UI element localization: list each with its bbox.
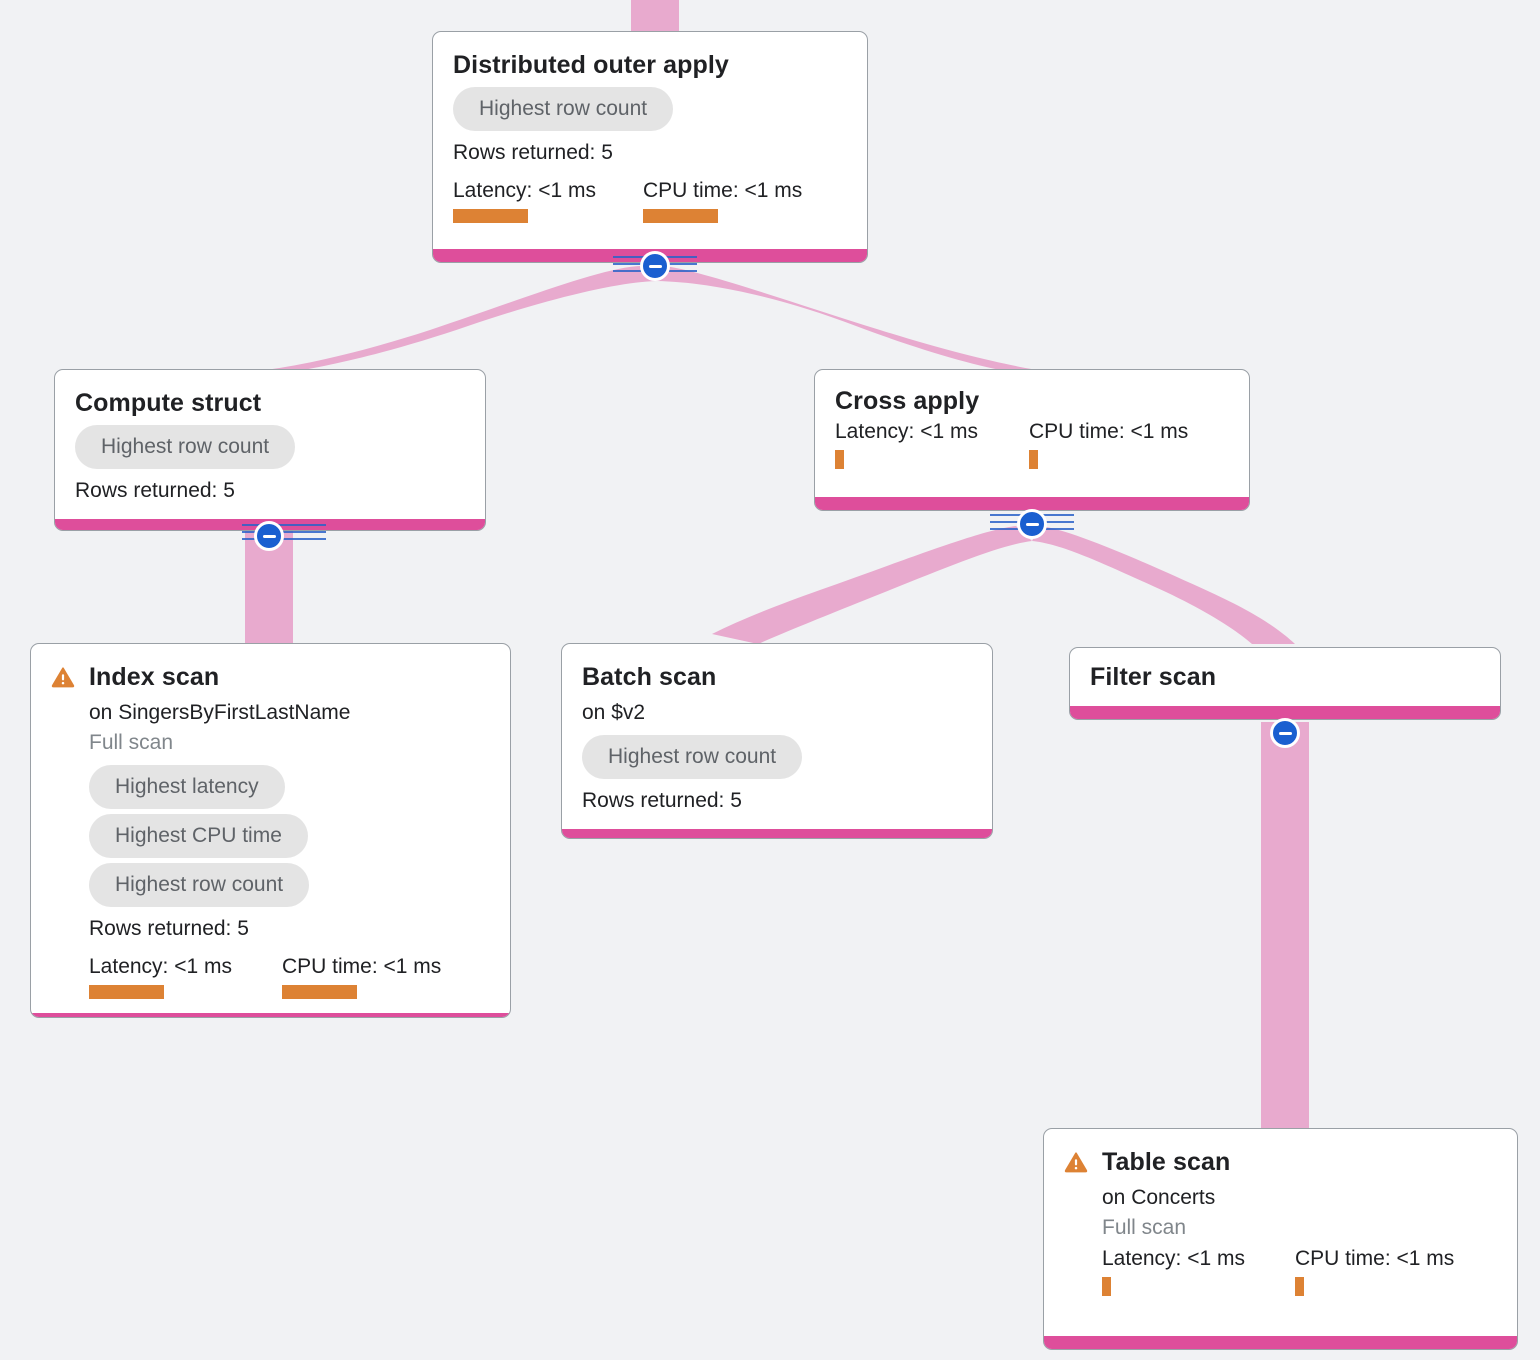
node-chips: Highest row count (75, 425, 465, 469)
metric-latency-label: Latency: <1 ms (453, 179, 596, 202)
node-header: Distributed outer apply (453, 50, 847, 80)
metric-latency-bar (89, 985, 164, 999)
node-header: Index scan (51, 662, 490, 692)
edge-cross-apply-to-batch-scan (712, 526, 1032, 644)
metric-cpu-time-bar (1029, 450, 1038, 469)
node-target: on Concerts (1102, 1186, 1216, 1209)
node-scan-note: Full scan (1102, 1216, 1187, 1239)
node-index-scan[interactable]: Index scan on SingersByFirstLastName Ful… (30, 643, 511, 1018)
chip-highest-cpu-time: Highest CPU time (89, 814, 308, 858)
node-content: on Concerts Full scan Latency: <1 ms CPU… (1064, 1183, 1497, 1296)
metric-latency: Latency: <1 ms (1102, 1247, 1295, 1296)
chip-highest-latency: Highest latency (89, 765, 285, 809)
chip-highest-row-count: Highest row count (582, 735, 803, 779)
metric-latency: Latency: <1 ms (453, 179, 643, 223)
warning-icon (1064, 1152, 1088, 1173)
node-batch-scan[interactable]: Batch scan on $v2 Highest row count Rows… (561, 643, 993, 839)
node-body: Cross apply Latency: <1 ms CPU time: <1 … (815, 370, 1249, 497)
collapse-toggle-compute-struct[interactable] (254, 521, 284, 551)
edge-distributed-outer-apply-to-compute-struct (248, 266, 656, 372)
node-table-scan[interactable]: Table scan on Concerts Full scan Latency… (1043, 1128, 1518, 1350)
collapse-toggle-distributed-outer-apply[interactable] (640, 251, 670, 281)
edge-input-to-distributed-outer-apply (631, 0, 679, 35)
node-metrics: Latency: <1 ms CPU time: <1 ms (453, 179, 847, 223)
metric-latency: Latency: <1 ms (89, 955, 282, 999)
node-title: Table scan (1102, 1148, 1231, 1176)
node-footer-bar (815, 497, 1249, 510)
node-header: Cross apply (835, 386, 1229, 416)
node-footer-bar (562, 829, 992, 838)
metric-cpu-time-label: CPU time: <1 ms (643, 179, 803, 202)
node-content: Highest row count Rows returned: 5 (75, 425, 465, 505)
metric-cpu-time-bar (282, 985, 357, 999)
node-body: Table scan on Concerts Full scan Latency… (1044, 1129, 1517, 1336)
node-title: Compute struct (75, 389, 262, 417)
node-title: Distributed outer apply (453, 51, 729, 79)
node-target: on SingersByFirstLastName (89, 701, 351, 724)
metric-cpu-time-label: CPU time: <1 ms (1295, 1247, 1455, 1270)
node-content: Latency: <1 ms CPU time: <1 ms (835, 420, 1229, 469)
node-body: Filter scan (1070, 648, 1500, 706)
node-content: on SingersByFirstLastName Full scan High… (51, 698, 490, 999)
node-content: Highest row count Rows returned: 5 Laten… (453, 87, 847, 223)
edge-filter-scan-to-table-scan (1261, 722, 1309, 1140)
node-scan-note: Full scan (89, 731, 174, 754)
node-cross-apply[interactable]: Cross apply Latency: <1 ms CPU time: <1 … (814, 369, 1250, 511)
node-footer-bar (1070, 706, 1500, 719)
node-header: Compute struct (75, 388, 465, 418)
edge-cross-apply-to-filter-scan (1032, 526, 1295, 644)
chip-highest-row-count: Highest row count (453, 87, 674, 131)
metric-latency-bar (453, 209, 528, 223)
collapse-toggle-filter-scan[interactable] (1270, 718, 1300, 748)
node-footer-bar (31, 1013, 510, 1017)
node-compute-struct[interactable]: Compute struct Highest row count Rows re… (54, 369, 486, 531)
metric-latency: Latency: <1 ms (835, 420, 1029, 469)
node-body: Compute struct Highest row count Rows re… (55, 370, 485, 519)
metric-latency-label: Latency: <1 ms (1102, 1247, 1245, 1270)
warning-icon (51, 667, 75, 688)
node-title: Cross apply (835, 387, 980, 415)
node-footer-bar (1044, 1336, 1517, 1349)
metric-cpu-time: CPU time: <1 ms (1295, 1247, 1454, 1296)
node-title: Filter scan (1090, 663, 1217, 691)
node-title: Batch scan (582, 663, 717, 691)
node-metrics: Latency: <1 ms CPU time: <1 ms (835, 420, 1229, 469)
rows-returned: Rows returned: 5 (453, 141, 613, 164)
edge-distributed-outer-apply-to-cross-apply (656, 266, 1050, 372)
collapse-toggle-cross-apply[interactable] (1017, 509, 1047, 539)
rows-returned: Rows returned: 5 (89, 917, 249, 940)
metric-cpu-time: CPU time: <1 ms (1029, 420, 1188, 469)
node-chips: Highest row count (582, 735, 972, 779)
node-filter-scan[interactable]: Filter scan (1069, 647, 1501, 720)
node-body: Index scan on SingersByFirstLastName Ful… (31, 644, 510, 1013)
node-header: Batch scan (582, 662, 972, 692)
metric-cpu-time-label: CPU time: <1 ms (282, 955, 442, 978)
rows-returned: Rows returned: 5 (582, 789, 742, 812)
metric-cpu-time-bar (1295, 1277, 1304, 1296)
node-distributed-outer-apply[interactable]: Distributed outer apply Highest row coun… (432, 31, 868, 263)
node-title: Index scan (89, 663, 220, 691)
rows-returned: Rows returned: 5 (75, 479, 235, 502)
metric-latency-bar (835, 450, 844, 469)
node-chips: Highest latency Highest CPU time Highest… (89, 765, 490, 907)
node-body: Batch scan on $v2 Highest row count Rows… (562, 644, 992, 829)
node-metrics: Latency: <1 ms CPU time: <1 ms (1102, 1247, 1497, 1296)
metric-cpu-time-label: CPU time: <1 ms (1029, 420, 1189, 443)
chip-highest-row-count: Highest row count (75, 425, 296, 469)
metric-latency-label: Latency: <1 ms (835, 420, 978, 443)
node-target: on $v2 (582, 701, 646, 724)
metric-cpu-time: CPU time: <1 ms (643, 179, 802, 223)
metric-latency-bar (1102, 1277, 1111, 1296)
node-content: on $v2 Highest row count Rows returned: … (582, 698, 972, 815)
node-header: Table scan (1064, 1147, 1497, 1177)
chip-highest-row-count: Highest row count (89, 863, 310, 907)
metric-cpu-time: CPU time: <1 ms (282, 955, 441, 999)
metric-cpu-time-bar (643, 209, 718, 223)
metric-latency-label: Latency: <1 ms (89, 955, 232, 978)
node-chips: Highest row count (453, 87, 847, 131)
node-metrics: Latency: <1 ms CPU time: <1 ms (89, 955, 490, 999)
node-body: Distributed outer apply Highest row coun… (433, 32, 867, 249)
node-header: Filter scan (1090, 662, 1480, 692)
